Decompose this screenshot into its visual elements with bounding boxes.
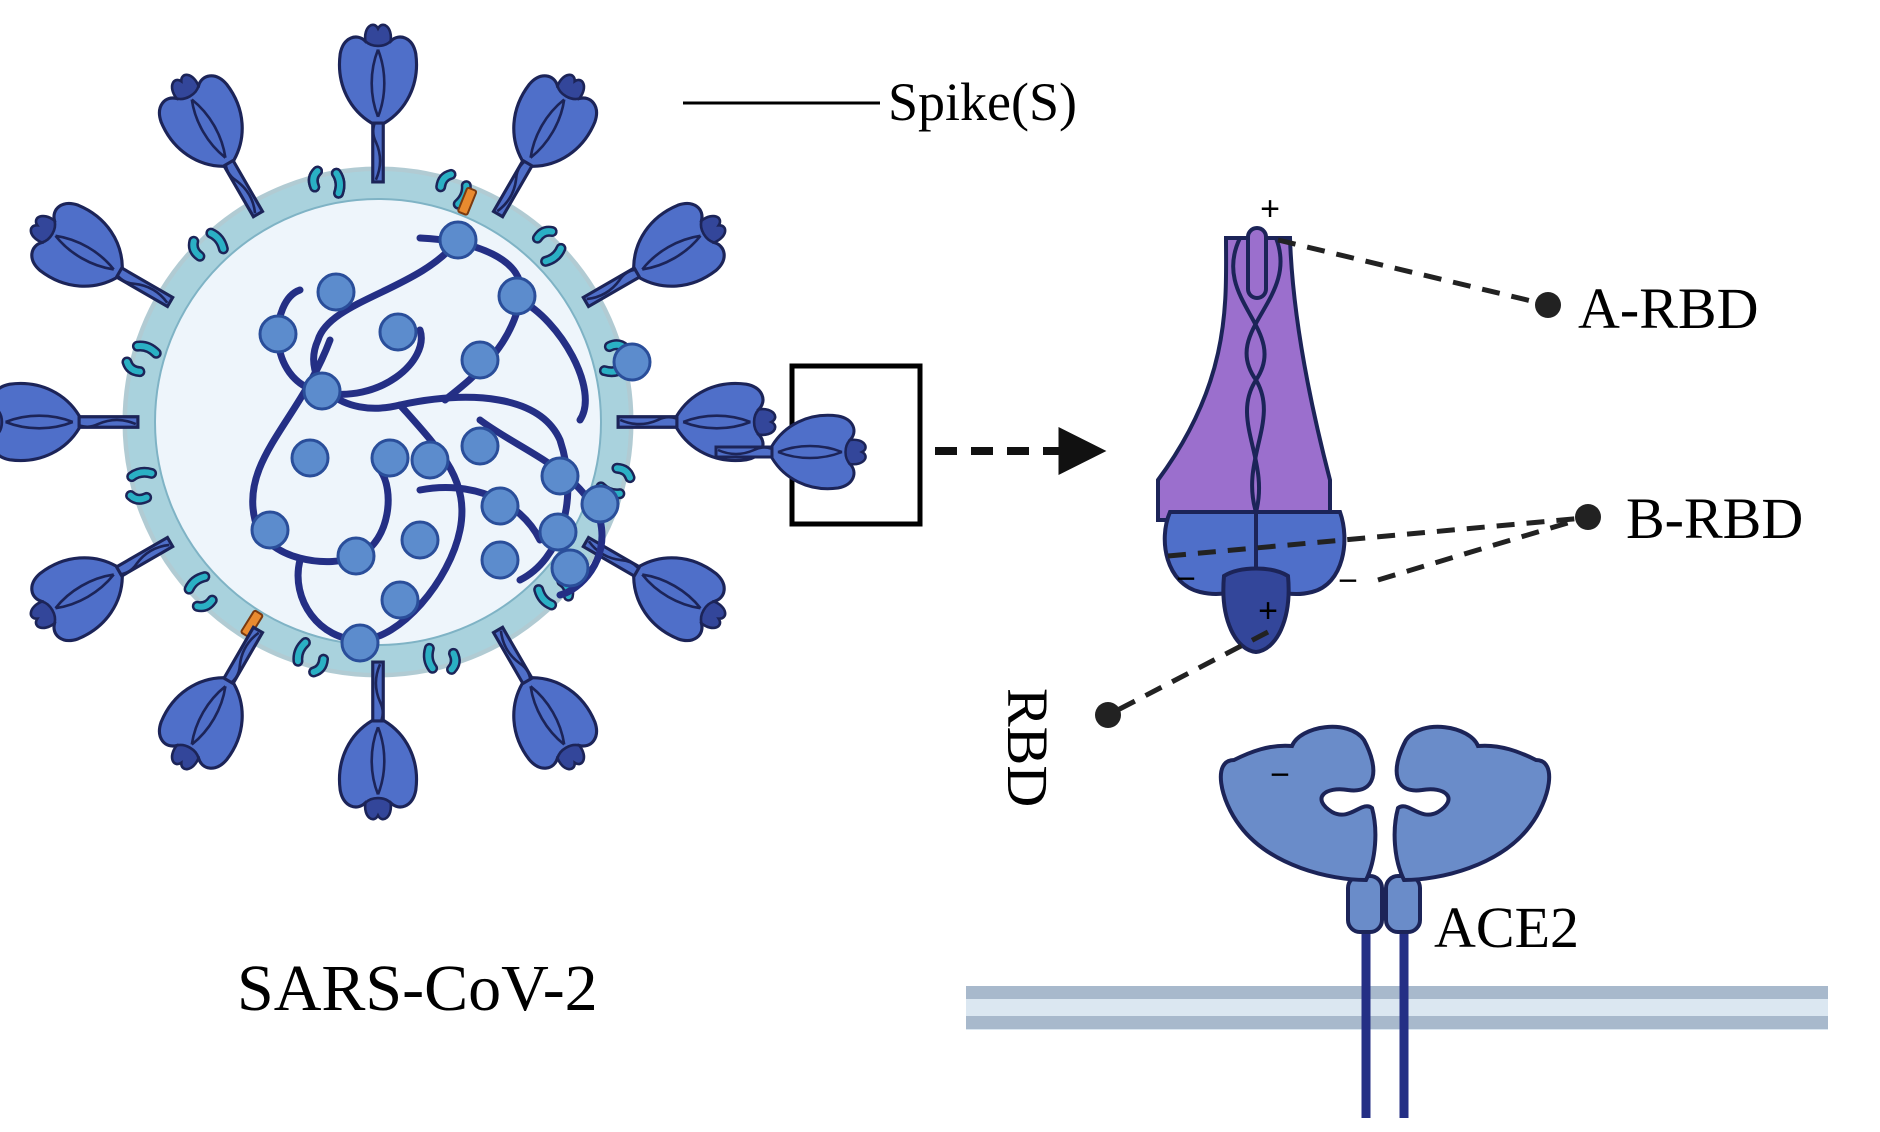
rna-bead-18 <box>480 540 520 580</box>
spike-label: Spike(S) <box>888 72 1077 132</box>
virus-name-label: SARS-CoV-2 <box>237 952 598 1025</box>
rna-bead-11 <box>410 440 450 480</box>
a-rbd-leader <box>1277 237 1549 308</box>
rna-bead-23 <box>580 484 620 524</box>
left-minus-charge: − <box>1176 560 1196 598</box>
rna-bead-8 <box>612 342 652 382</box>
cell-membrane <box>966 986 1828 1030</box>
rna-bead-14 <box>480 486 520 526</box>
b-rbd-label: B-RBD <box>1626 486 1803 551</box>
rna-bead-21 <box>340 623 380 663</box>
rbd-label: RBD <box>995 688 1060 807</box>
rna-bead-3 <box>316 272 356 312</box>
spike-protein-detail <box>1156 226 1347 655</box>
right-minus-charge: − <box>1338 562 1358 600</box>
a-rbd-dot <box>1535 292 1561 318</box>
rna-bead-17 <box>400 520 440 560</box>
rna-bead-16 <box>336 536 376 576</box>
rna-bead-5 <box>378 312 418 352</box>
rbd-dot <box>1095 702 1121 728</box>
rna-bead-9 <box>290 438 330 478</box>
rna-bead-6 <box>302 371 342 411</box>
ace2-minus-charge: − <box>1270 756 1290 794</box>
rna-bead-15 <box>250 510 290 550</box>
rna-bead-22 <box>538 512 578 552</box>
rna-bead-2 <box>497 276 537 316</box>
bottom-plus-charge: + <box>1258 592 1278 630</box>
spike-7 <box>337 660 419 821</box>
top-plus-charge: + <box>1260 190 1280 228</box>
rna-bead-7 <box>460 340 500 380</box>
spike-10 <box>0 381 140 463</box>
virus-particle <box>0 23 777 821</box>
b-rbd-leader-2 <box>1377 515 1585 583</box>
rna-beads <box>250 220 652 663</box>
rna-bead-20 <box>380 580 420 620</box>
b-rbd-dot <box>1575 504 1601 530</box>
rna-bead-1 <box>438 220 478 260</box>
b-rbd-leader-1 <box>1167 515 1585 559</box>
rna-genome <box>249 220 652 663</box>
rna-bead-12 <box>460 426 500 466</box>
ace2-label: ACE2 <box>1434 895 1579 960</box>
spike-1 <box>337 23 419 184</box>
ace2-receptor <box>1218 724 1552 1118</box>
rna-bead-4 <box>258 314 298 354</box>
rna-bead-13 <box>540 456 580 496</box>
a-rbd-label: A-RBD <box>1578 276 1758 341</box>
rna-bead-10 <box>370 438 410 478</box>
rna-bead-19 <box>550 548 590 588</box>
